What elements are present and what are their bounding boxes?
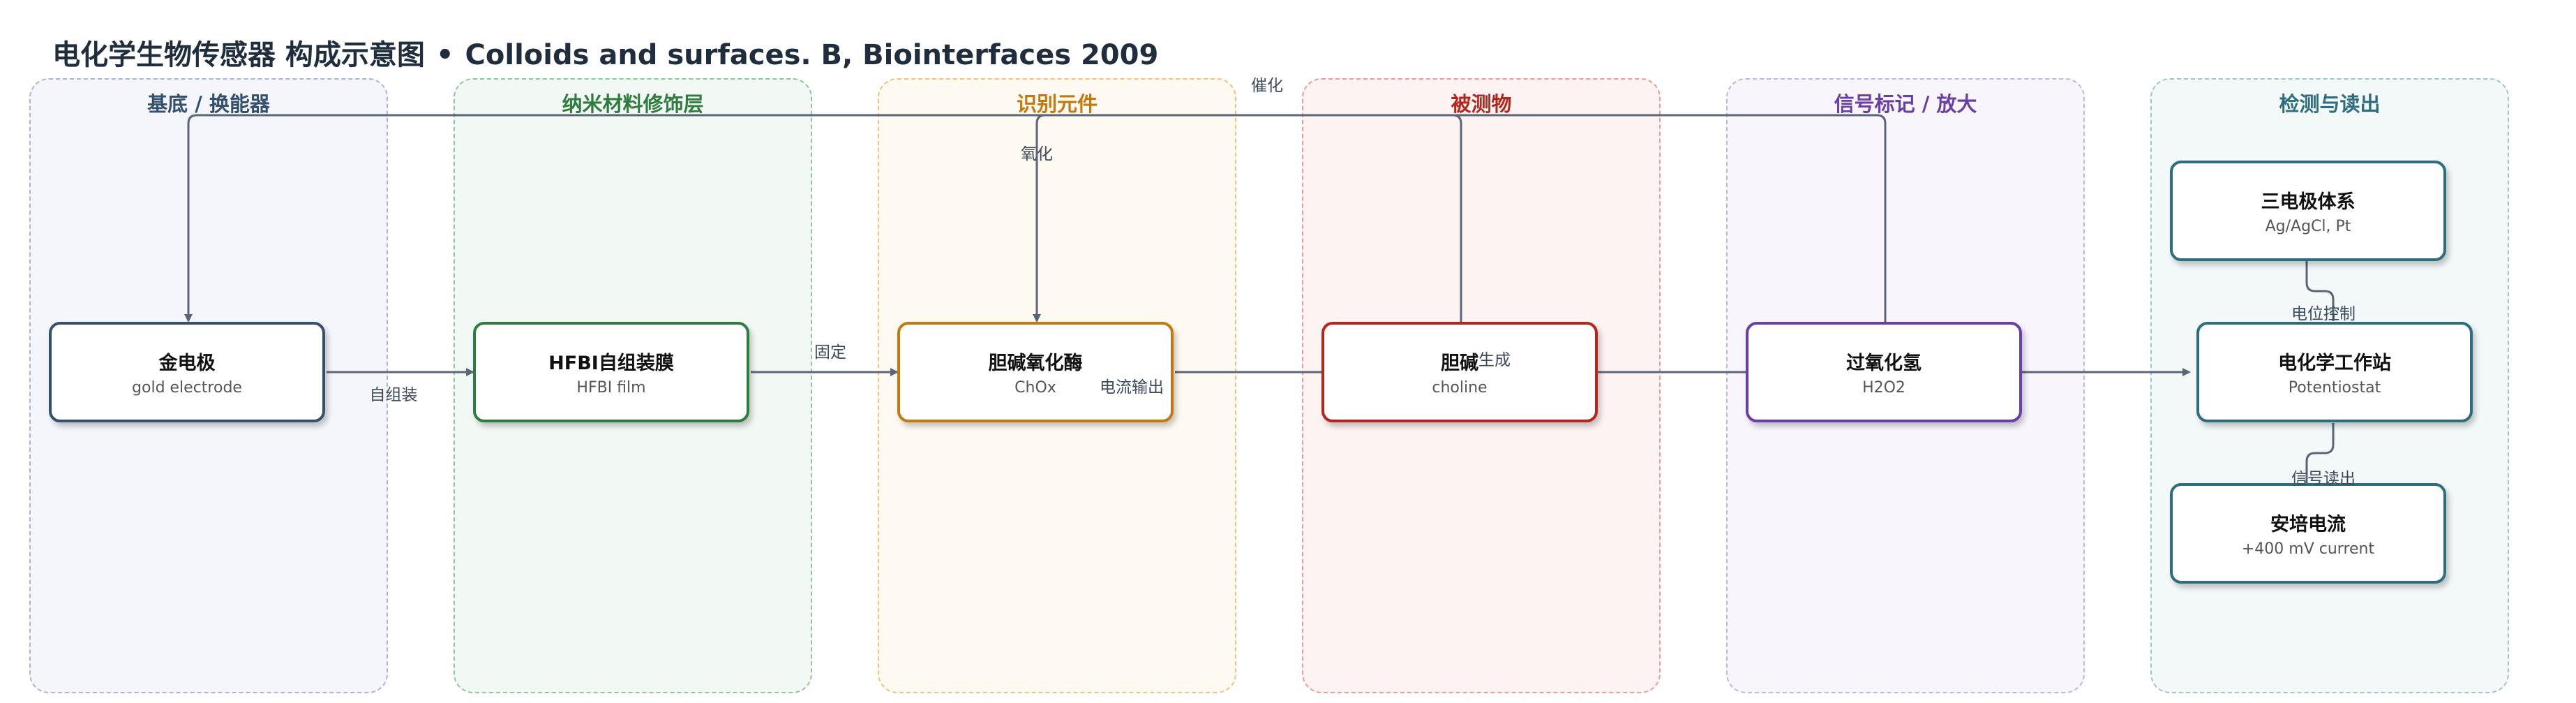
node-three-electrode-system: 三电极体系 Ag/AgCl, Pt	[2170, 161, 2446, 261]
node-sublabel: Ag/AgCl, Pt	[2265, 218, 2351, 235]
node-label: 胆碱	[1441, 353, 1478, 374]
node-sublabel: Potentiostat	[2288, 379, 2381, 397]
edge-label-output: 电流输出	[1100, 378, 1164, 397]
edge-label-potential: 电位控制	[2291, 305, 2356, 323]
edge-potentiostat-to-amp	[2305, 423, 2335, 483]
node-potentiostat: 电化学工作站 Potentiostat	[2196, 322, 2473, 422]
panel-title-analyte: 被测物	[1451, 92, 1512, 116]
node-label: 电化学工作站	[2278, 353, 2391, 374]
node-sublabel: gold electrode	[132, 379, 242, 397]
node-sublabel: HFBI film	[576, 379, 646, 397]
title-chinese: 电化学生物传感器 构成示意图	[52, 39, 425, 71]
panel-title-recognition: 识别元件	[1016, 92, 1098, 116]
title-separator: •	[435, 39, 454, 71]
panel-title-detection: 检测与读出	[2279, 92, 2381, 116]
node-label: 胆碱氧化酶	[988, 353, 1083, 374]
node-label: 过氧化氢	[1846, 353, 1922, 374]
panel-title-nanomaterial: 纳米材料修饰层	[562, 92, 704, 116]
node-gold-electrode: 金电极 gold electrode	[49, 322, 325, 422]
node-label: 三电极体系	[2261, 191, 2356, 213]
edge-h2o2-to-gold	[184, 114, 1887, 323]
edge-choline-to-chox	[1033, 114, 1462, 323]
node-sublabel: ChOx	[1014, 379, 1056, 397]
edge-label-catalyze: 催化	[1251, 77, 1283, 95]
node-choline: 胆碱 choline	[1321, 322, 1598, 422]
edge-label-oxidize: 氧化	[1021, 145, 1053, 163]
edge-three-to-potentiostat	[2305, 260, 2335, 321]
node-hydrogen-peroxide: 过氧化氢 H2O2	[1746, 322, 2022, 422]
node-label: 安培电流	[2270, 514, 2346, 535]
node-sublabel: +400 mV current	[2241, 540, 2375, 558]
edge-label-readout: 信号读出	[2291, 470, 2356, 488]
diagram-title: 电化学生物传感器 构成示意图 • Colloids and surfaces. B,…	[52, 32, 1158, 73]
node-sublabel: choline	[1432, 379, 1488, 397]
node-choline-oxidase: 胆碱氧化酶 ChOx	[897, 322, 1174, 422]
node-amperometric-current: 安培电流 +400 mV current	[2170, 483, 2446, 584]
panel-title-substrate: 基底 / 换能器	[147, 92, 270, 116]
node-label: HFBI自组装膜	[548, 353, 674, 374]
title-english: Colloids and surfaces. B, Biointerfaces …	[465, 39, 1159, 71]
node-sublabel: H2O2	[1862, 379, 1905, 397]
panel-title-signal: 信号标记 / 放大	[1834, 92, 1977, 116]
edge-label-assemble: 自组装	[369, 386, 418, 404]
edge-label-generate: 生成	[1478, 351, 1511, 369]
node-label: 金电极	[158, 353, 216, 374]
node-hfbi-film: HFBI自组装膜 HFBI film	[473, 322, 749, 422]
edge-label-fix: 固定	[814, 343, 846, 362]
